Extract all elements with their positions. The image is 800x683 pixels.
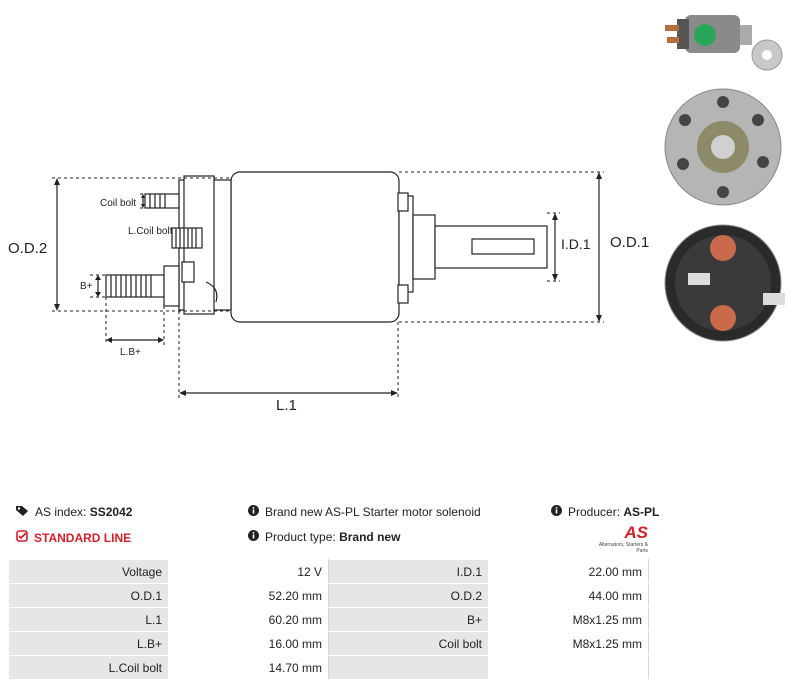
coil-bolt-label: Coil bolt [100, 198, 136, 209]
info-icon [248, 530, 259, 544]
info-icon [248, 505, 259, 519]
spec-label: I.D.1 [328, 559, 489, 584]
coil-bolt [144, 193, 203, 249]
as-pl-logo: AS Alternators, Starters & Parts [586, 523, 648, 555]
spec-value: 14.70 mm [168, 655, 329, 680]
producer: Producer: AS-PL [551, 505, 659, 519]
producer-label: Producer: [568, 505, 621, 519]
spec-label: O.D.1 [8, 583, 169, 608]
description-text: Brand new AS-PL Starter motor solenoid [265, 505, 481, 519]
spec-value: 52.20 mm [168, 583, 329, 608]
spec-label: L.B+ [8, 631, 169, 656]
product-type-value: Brand new [339, 530, 401, 544]
spec-value: M8x1.25 mm [488, 607, 649, 632]
spec-label: Coil bolt [328, 631, 489, 656]
spec-label: Voltage [8, 559, 169, 584]
od2-label: O.D.2 [8, 240, 47, 257]
spec-value: M8x1.25 mm [488, 631, 649, 656]
l1-label: L.1 [276, 397, 297, 414]
spec-label: L.1 [8, 607, 169, 632]
od1-label: O.D.1 [610, 234, 649, 251]
producer-value: AS-PL [623, 505, 660, 519]
product-type: Product type: Brand new [248, 530, 400, 544]
b-plus-bolt [105, 261, 218, 307]
logo-tagline: Alternators, Starters & Parts [598, 542, 648, 554]
as-index: AS index: SS2042 [16, 505, 132, 519]
tag-icon [16, 505, 29, 519]
spec-value: 60.20 mm [168, 607, 329, 632]
solenoid-body [230, 171, 400, 323]
as-index-label: AS index: [35, 505, 87, 519]
product-photo-back [664, 224, 785, 342]
spec-value: 16.00 mm [168, 631, 329, 656]
spec-label: B+ [328, 607, 489, 632]
spec-label [328, 655, 489, 680]
product-type-label: Product type: [265, 530, 336, 544]
check-square-icon [16, 530, 28, 545]
bplus-label: B+ [80, 281, 93, 292]
standard-line: STANDARD LINE [16, 530, 131, 545]
spec-value: 12 V [168, 559, 329, 584]
description: Brand new AS-PL Starter motor solenoid [248, 505, 481, 519]
product-photo-front [664, 88, 782, 206]
spec-value [488, 655, 649, 680]
spec-label: L.Coil bolt [8, 655, 169, 680]
spec-value: 44.00 mm [488, 583, 649, 608]
l-coil-bolt-label: L.Coil bolt [128, 226, 173, 237]
standard-line-label: STANDARD LINE [34, 530, 132, 545]
spec-value: 22.00 mm [488, 559, 649, 584]
product-photo-side [665, 15, 783, 71]
as-index-value: SS2042 [89, 505, 133, 519]
spec-label: O.D.2 [328, 583, 489, 608]
info-icon [551, 505, 562, 519]
id1-label: I.D.1 [561, 236, 591, 252]
logo-text: AS [624, 523, 648, 542]
lb-label: L.B+ [120, 347, 141, 358]
technical-drawing: O.D.2 O.D.1 I.D.1 L.1 L.B+ B+ Coil bolt … [8, 171, 649, 414]
